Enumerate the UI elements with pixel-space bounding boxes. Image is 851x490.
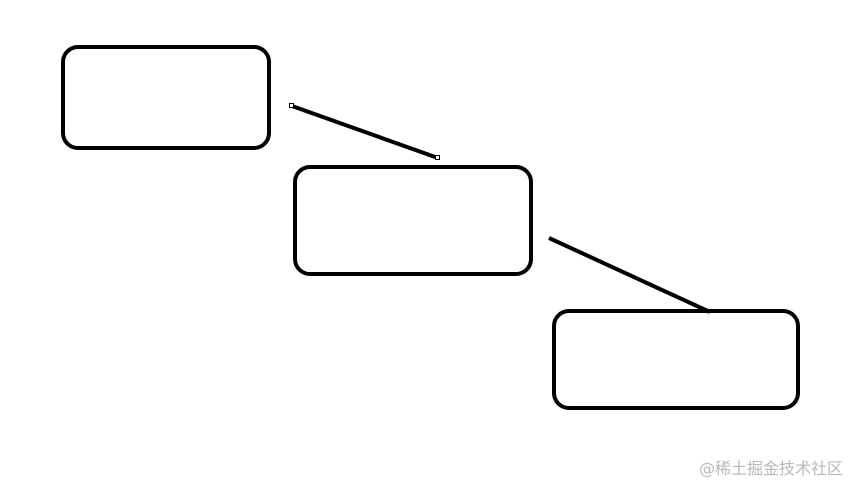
diagram-box-2 bbox=[293, 165, 533, 276]
connector-handle-end[interactable] bbox=[435, 155, 440, 160]
connector-line-2 bbox=[548, 236, 711, 314]
diagram-box-3 bbox=[552, 309, 800, 410]
connector-line-1 bbox=[291, 104, 439, 160]
diagram-box-1 bbox=[61, 45, 271, 150]
connector-handle-start[interactable] bbox=[289, 103, 294, 108]
